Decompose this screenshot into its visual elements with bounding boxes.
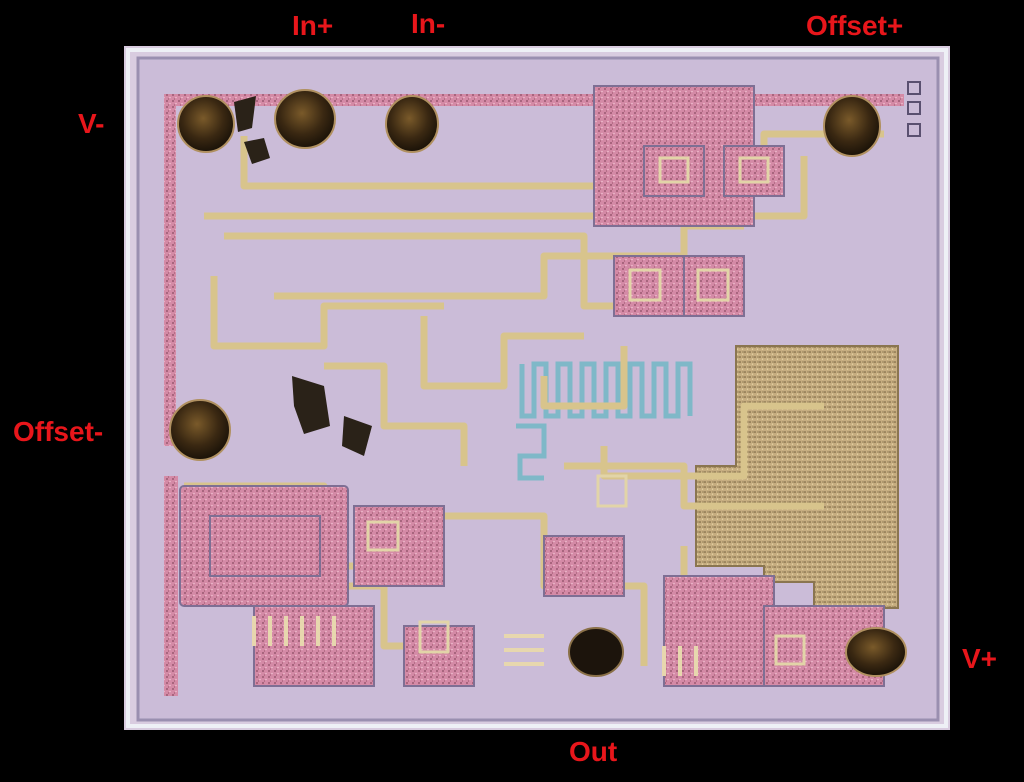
- pin-label-in-minus: In-: [411, 8, 446, 39]
- diffusion-frame-left: [164, 476, 178, 696]
- pad-in-minus: [385, 95, 439, 153]
- pin-label-offset-minus: Offset-: [13, 416, 104, 447]
- bond-pads: [169, 89, 907, 677]
- pin-label-out: Out: [569, 736, 618, 767]
- pin-label-offset-plus: Offset+: [806, 10, 904, 41]
- alignment-marks: [907, 81, 921, 137]
- pad-v-plus: [845, 627, 907, 677]
- transistors: [366, 156, 806, 666]
- debris: [234, 96, 372, 456]
- pin-label-in-plus: In+: [292, 10, 334, 41]
- pin-label-v-plus: V+: [962, 643, 998, 674]
- pad-v-minus: [177, 95, 235, 153]
- interdigitated-devices: [252, 616, 698, 676]
- pad-offset-minus: [169, 399, 231, 461]
- pin-label-v-minus: V-: [78, 108, 105, 139]
- pad-offset-plus: [823, 95, 881, 157]
- scribe-line: [126, 48, 948, 728]
- pad-out: [568, 627, 624, 677]
- die-photo: [124, 46, 950, 730]
- pad-in-plus: [274, 89, 336, 149]
